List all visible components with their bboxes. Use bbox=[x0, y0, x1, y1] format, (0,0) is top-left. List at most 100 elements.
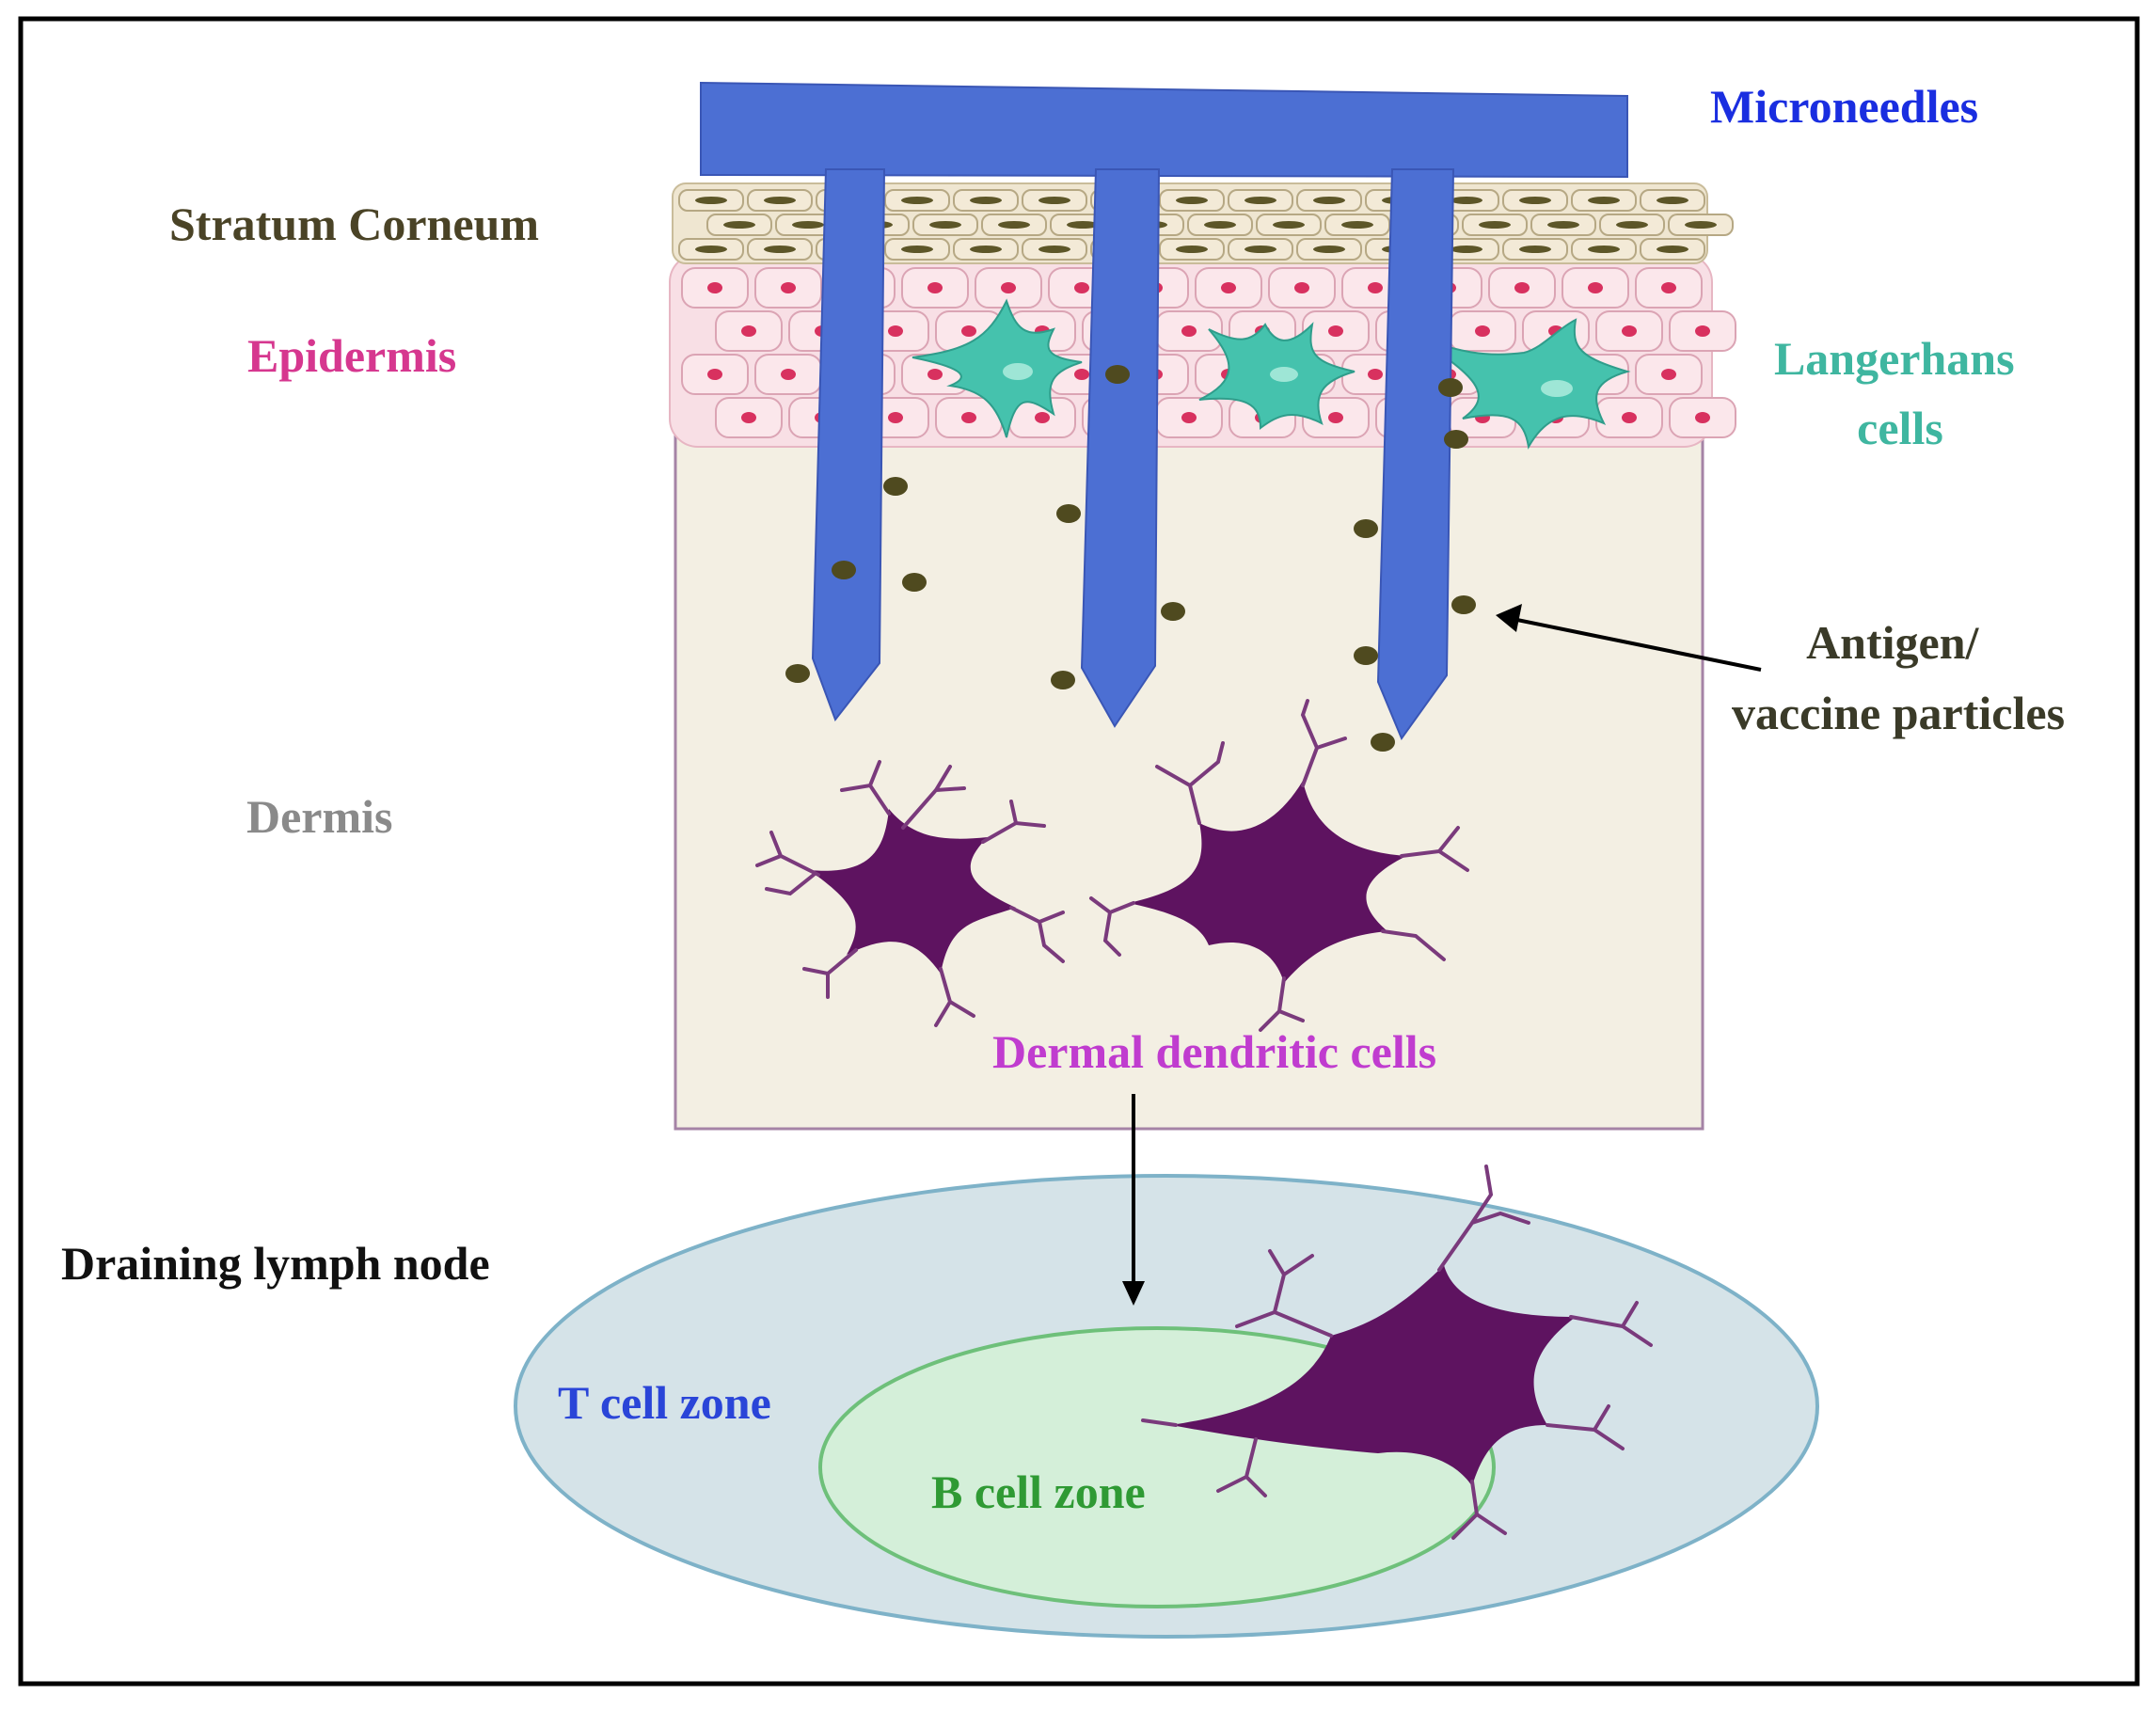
microneedle-array bbox=[700, 81, 1628, 741]
antigen-label-line1: Antigen/ bbox=[1806, 616, 1979, 669]
langerhans-label: Langerhans cells bbox=[1774, 332, 2026, 454]
corneum-nucleus bbox=[1451, 246, 1482, 253]
corneum-nucleus bbox=[1341, 221, 1373, 229]
keratinocyte-nucleus bbox=[781, 282, 796, 293]
antigen-label-line2: vaccine particles bbox=[1732, 687, 2065, 739]
epidermis-label: Epidermis bbox=[247, 329, 456, 382]
antigen-particle bbox=[1051, 671, 1075, 689]
corneum-nucleus bbox=[1519, 246, 1551, 253]
corneum-nucleus bbox=[1244, 197, 1276, 204]
antigen-pointer-arrow bbox=[1496, 604, 1762, 672]
b-cell-zone-label: B cell zone bbox=[931, 1465, 1146, 1518]
t-cell-zone-label: T cell zone bbox=[558, 1376, 771, 1429]
corneum-nucleus bbox=[695, 197, 727, 204]
keratinocyte-nucleus bbox=[781, 369, 796, 380]
corneum-nucleus bbox=[1038, 246, 1070, 253]
corneum-nucleus bbox=[1519, 197, 1551, 204]
keratinocyte-nucleus bbox=[1294, 282, 1309, 293]
langerhans-cell bbox=[912, 298, 1083, 438]
microneedle-shaft bbox=[1080, 168, 1161, 728]
keratinocyte-nucleus bbox=[1514, 282, 1530, 293]
corneum-nucleus bbox=[1204, 221, 1236, 229]
corneum-nucleus bbox=[1547, 221, 1579, 229]
keratinocyte-nucleus bbox=[1328, 325, 1343, 337]
corneum-nucleus bbox=[1616, 221, 1648, 229]
keratinocyte-nucleus bbox=[927, 282, 943, 293]
microneedle-shaft bbox=[1376, 168, 1455, 741]
antigen-particle bbox=[1354, 519, 1378, 538]
corneum-nucleus bbox=[1244, 246, 1276, 253]
corneum-nucleus bbox=[1038, 197, 1070, 204]
corneum-nucleus bbox=[1067, 221, 1099, 229]
corneum-nucleus bbox=[1588, 197, 1620, 204]
corneum-nucleus bbox=[1685, 221, 1717, 229]
corneum-nucleus bbox=[1588, 246, 1620, 253]
corneum-nucleus bbox=[901, 197, 933, 204]
keratinocyte-nucleus bbox=[1368, 369, 1383, 380]
keratinocyte-nucleus bbox=[741, 325, 756, 337]
keratinocyte-nucleus bbox=[1181, 325, 1197, 337]
langerhans-label-line1: Langerhans bbox=[1774, 332, 2015, 385]
antigen-particle bbox=[1451, 595, 1476, 614]
lymph-node-dendritic-cell bbox=[1141, 1164, 1653, 1540]
keratinocyte-nucleus bbox=[1001, 282, 1016, 293]
keratinocyte-nucleus bbox=[1074, 282, 1089, 293]
keratinocyte-nucleus bbox=[1622, 325, 1637, 337]
keratinocyte-nucleus bbox=[1368, 282, 1383, 293]
keratinocyte-nucleus bbox=[1328, 412, 1343, 423]
corneum-nucleus bbox=[1657, 197, 1688, 204]
antigen-particle bbox=[1438, 378, 1463, 397]
corneum-nucleus bbox=[764, 197, 796, 204]
antigen-particle bbox=[785, 664, 810, 683]
keratinocyte-nucleus bbox=[1661, 282, 1676, 293]
keratinocyte-nucleus bbox=[1035, 412, 1050, 423]
keratinocyte-nucleus bbox=[1695, 325, 1710, 337]
stratum-corneum-layer bbox=[672, 182, 1734, 264]
draining-lymph-node-label: Draining lymph node bbox=[61, 1237, 490, 1290]
corneum-nucleus bbox=[792, 221, 824, 229]
corneum-nucleus bbox=[1176, 197, 1208, 204]
dermal-dendritic-cell bbox=[1089, 699, 1469, 1032]
antigen-particle bbox=[902, 573, 927, 592]
antigen-particle bbox=[1161, 602, 1185, 621]
keratinocyte-nucleus bbox=[1074, 369, 1089, 380]
keratinocyte-nucleus bbox=[1475, 325, 1490, 337]
corneum-nucleus bbox=[695, 246, 727, 253]
antigen-particle bbox=[1105, 365, 1130, 384]
corneum-nucleus bbox=[723, 221, 755, 229]
antigen-particle bbox=[832, 561, 856, 579]
microneedles-label: Microneedles bbox=[1710, 80, 1978, 133]
keratinocyte-nucleus bbox=[1221, 282, 1236, 293]
keratinocyte-nucleus bbox=[707, 282, 722, 293]
antigen-particle bbox=[1354, 646, 1378, 665]
corneum-nucleus bbox=[901, 246, 933, 253]
migration-arrow bbox=[1122, 1094, 1145, 1306]
dermis-label: Dermis bbox=[246, 790, 393, 843]
dermal-dendritic-cell bbox=[755, 760, 1065, 1027]
keratinocyte-nucleus bbox=[741, 412, 756, 423]
keratinocyte-nucleus bbox=[1661, 369, 1676, 380]
corneum-nucleus bbox=[1451, 197, 1482, 204]
corneum-nucleus bbox=[970, 246, 1002, 253]
keratinocyte-nucleus bbox=[927, 369, 943, 380]
keratinocyte-nucleus bbox=[888, 412, 903, 423]
keratinocyte-nucleus bbox=[1181, 412, 1197, 423]
antigen-label: Antigen/ vaccine particles bbox=[1732, 616, 2065, 739]
antigen-particle bbox=[1056, 504, 1081, 523]
antigen-particle bbox=[1371, 733, 1395, 752]
keratinocyte-nucleus bbox=[1695, 412, 1710, 423]
keratinocyte-nucleus bbox=[961, 325, 976, 337]
langerhans-cell bbox=[1198, 322, 1355, 430]
microneedle-shaft bbox=[811, 168, 886, 722]
antigen-particle bbox=[883, 477, 908, 496]
stratum-corneum-label: Stratum Corneum bbox=[169, 198, 539, 250]
antigen-particles bbox=[785, 365, 1476, 752]
corneum-nucleus bbox=[970, 197, 1002, 204]
corneum-nucleus bbox=[1657, 246, 1688, 253]
keratinocyte-nucleus bbox=[1588, 282, 1603, 293]
langerhans-label-line2: cells bbox=[1857, 402, 1943, 454]
corneum-nucleus bbox=[764, 246, 796, 253]
keratinocyte-nucleus bbox=[961, 412, 976, 423]
